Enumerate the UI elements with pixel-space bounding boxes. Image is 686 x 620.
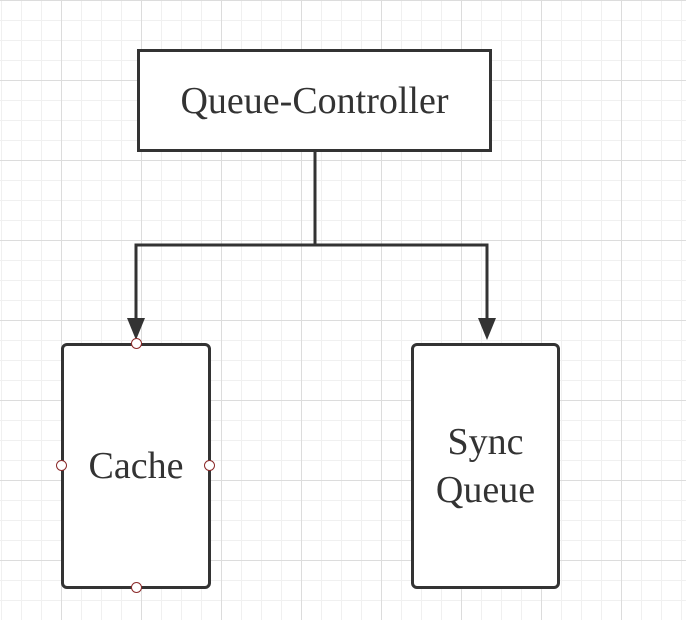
sync-queue-node[interactable]: Sync Queue	[411, 343, 560, 589]
sync-queue-label-line2: Queue	[435, 469, 536, 511]
cache-handle-left[interactable]	[56, 460, 67, 471]
arrowhead-sync-queue	[478, 318, 496, 340]
connector-to-sync-queue[interactable]	[315, 243, 489, 324]
queue-controller-label: Queue-Controller	[180, 79, 449, 122]
cache-node[interactable]: Cache	[61, 343, 211, 589]
queue-controller-node[interactable]: Queue-Controller	[137, 49, 492, 152]
arrowhead-cache	[127, 318, 145, 340]
cache-handle-bottom[interactable]	[131, 582, 142, 593]
cache-handle-top[interactable]	[131, 338, 142, 349]
connector-to-cache[interactable]	[134, 243, 315, 324]
cache-handle-right[interactable]	[204, 460, 215, 471]
cache-label: Cache	[88, 445, 184, 487]
sync-queue-label-line1: Sync	[447, 421, 524, 463]
